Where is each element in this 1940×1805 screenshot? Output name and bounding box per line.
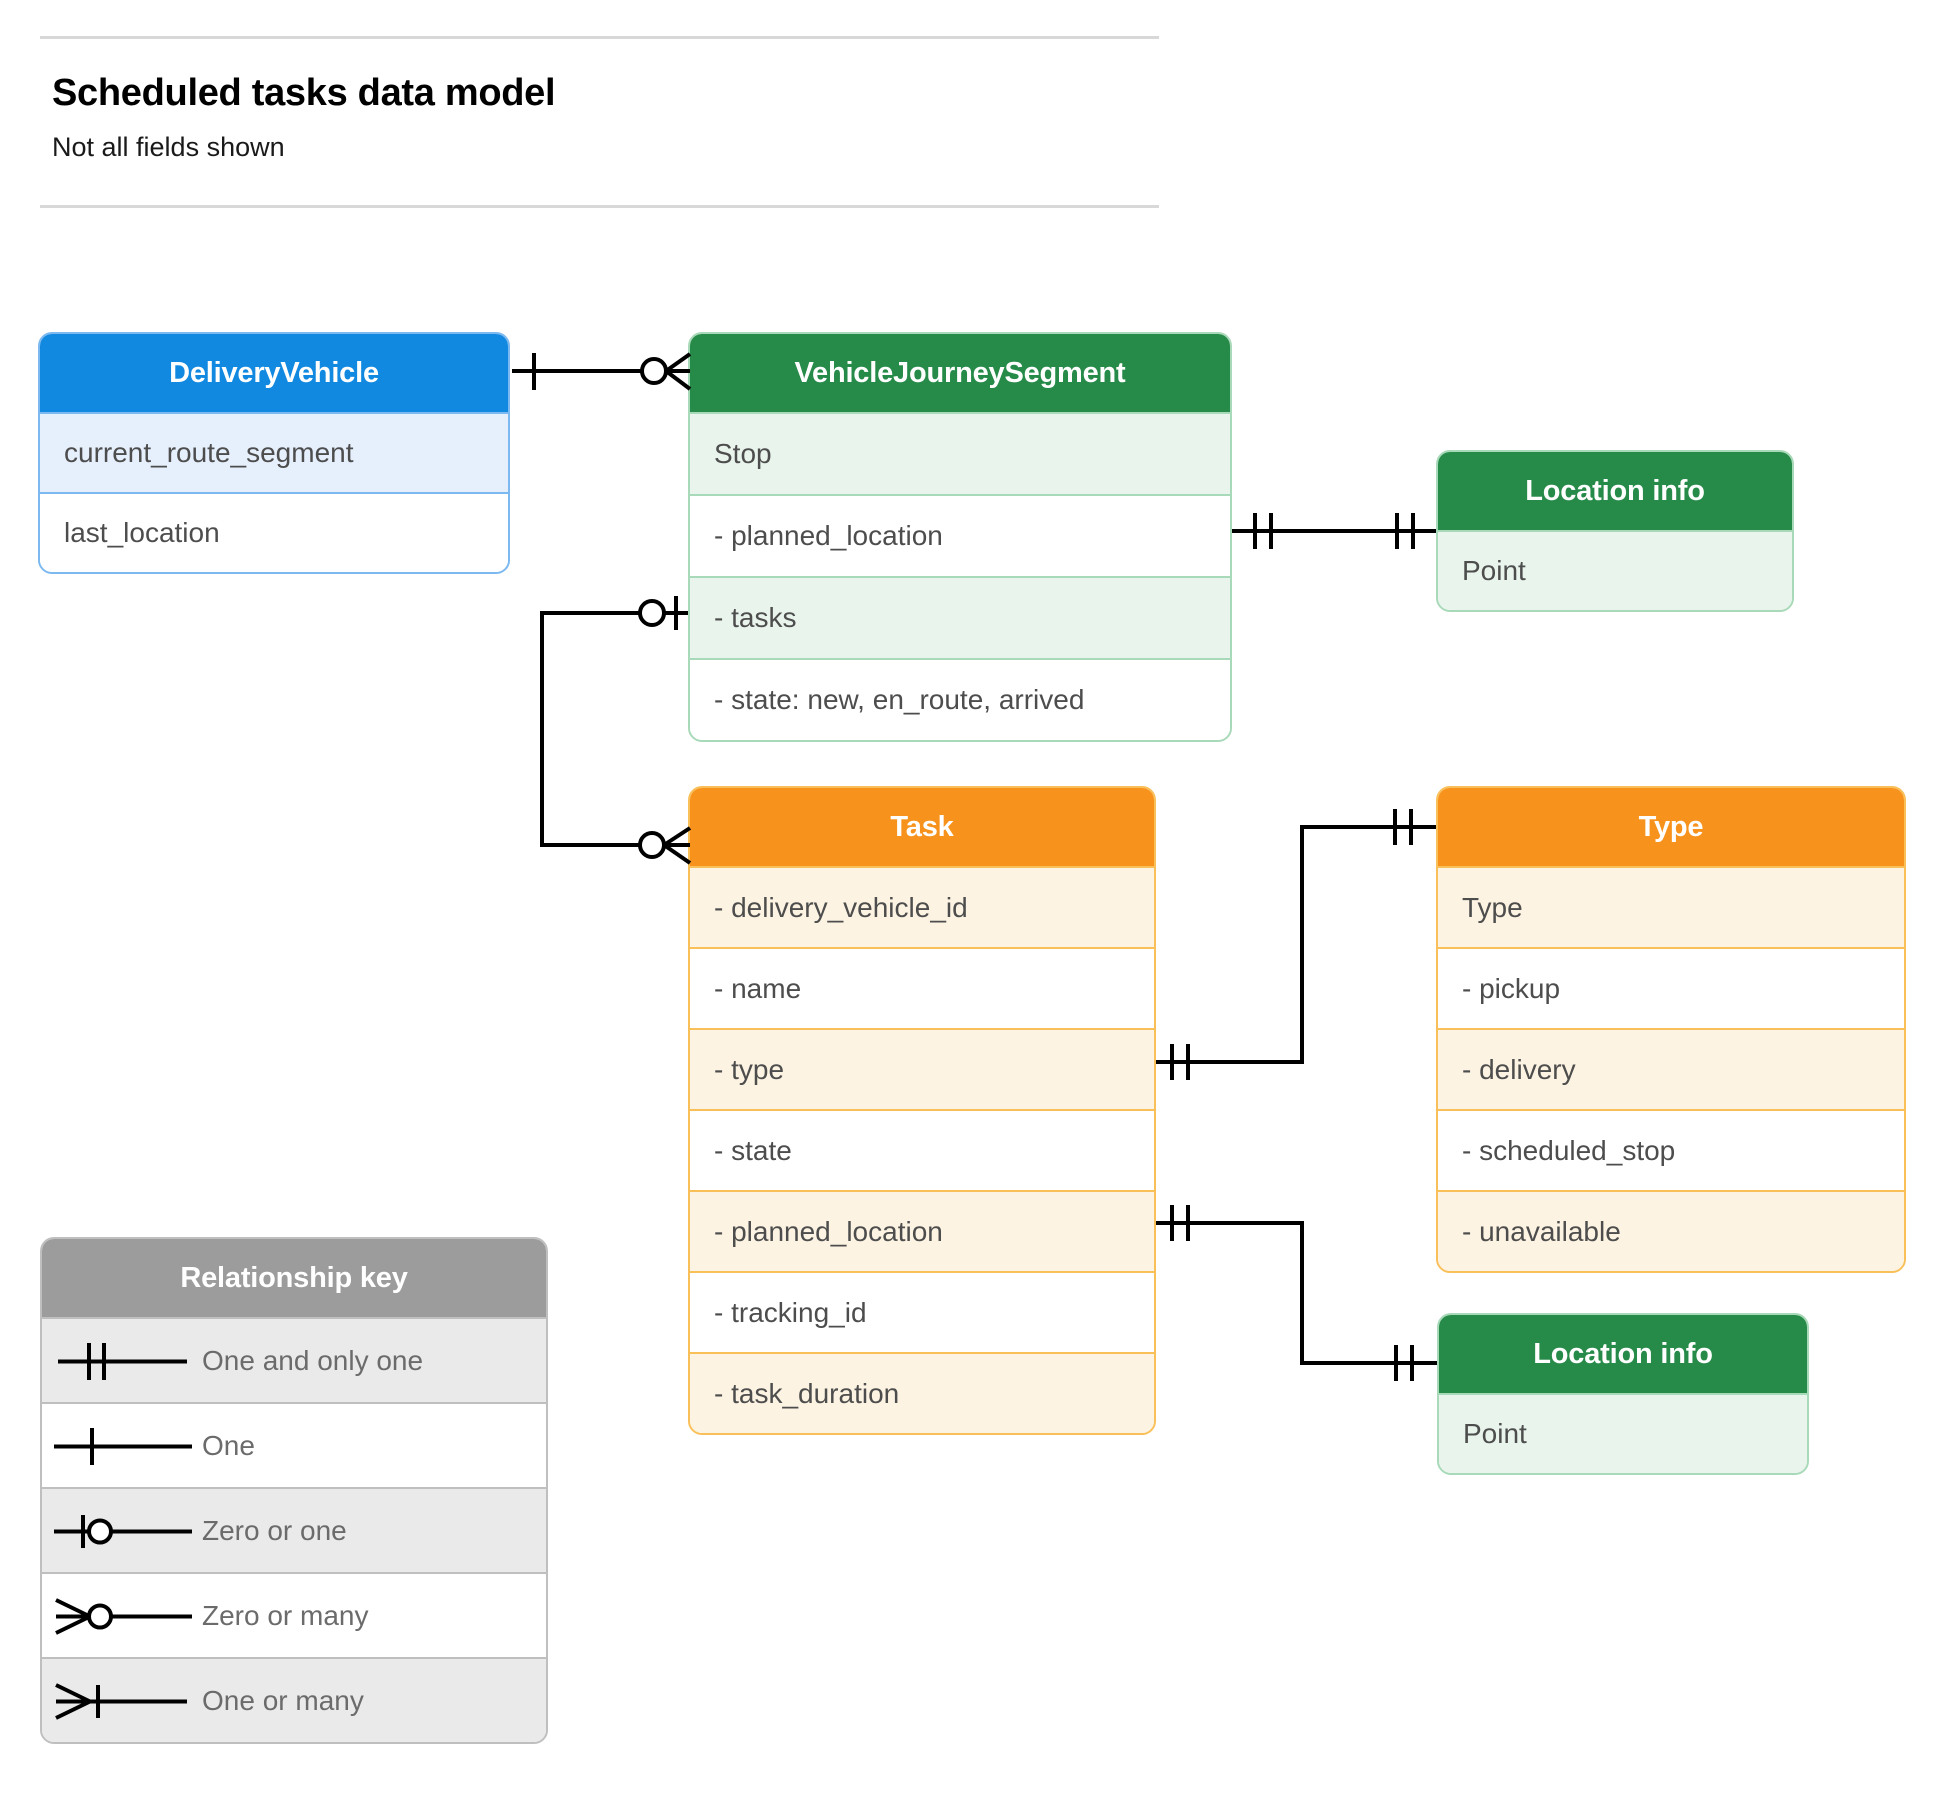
- legend-item-label: One or many: [202, 1684, 364, 1716]
- entity-vehicle-journey-segment-title: VehicleJourneySegment: [690, 334, 1230, 412]
- legend-item-one-and-only-one[interactable]: One and only one: [42, 1317, 546, 1402]
- legend-item-one[interactable]: One: [42, 1402, 546, 1487]
- legend-item-zero-or-many[interactable]: Zero or many: [42, 1572, 546, 1657]
- entity-delivery-vehicle[interactable]: DeliveryVehicle current_route_segment la…: [38, 332, 510, 574]
- legend-item-label: Zero or many: [202, 1599, 369, 1631]
- entity-location-info-top-rows: Point: [1438, 530, 1792, 610]
- field-row[interactable]: - task_duration: [690, 1352, 1154, 1433]
- entity-delivery-vehicle-title: DeliveryVehicle: [40, 334, 508, 412]
- entity-location-info-bottom[interactable]: Location info Point: [1437, 1313, 1809, 1475]
- page-subtitle: Not all fields shown: [52, 132, 285, 162]
- connector-deliveryvehicle-vehiclejourneysegment: [512, 352, 692, 391]
- field-row[interactable]: Type: [1438, 866, 1904, 947]
- entity-task-title: Task: [690, 788, 1154, 866]
- field-row[interactable]: - planned_location: [690, 494, 1230, 576]
- legend-rows: One and only one One: [42, 1317, 546, 1742]
- legend-item-label: Zero or one: [202, 1514, 347, 1546]
- field-row[interactable]: - type: [690, 1028, 1154, 1109]
- entity-vehicle-journey-segment[interactable]: VehicleJourneySegment Stop - planned_loc…: [688, 332, 1232, 742]
- field-row[interactable]: - tracking_id: [690, 1271, 1154, 1352]
- entity-location-info-bottom-title: Location info: [1439, 1315, 1807, 1393]
- field-row[interactable]: - unavailable: [1438, 1190, 1904, 1271]
- entity-type-title: Type: [1438, 788, 1904, 866]
- legend-item-label: One: [202, 1429, 255, 1461]
- connector-planned-location-locationinfo-top: [1232, 513, 1436, 549]
- legend-item-label: One and only one: [202, 1344, 424, 1376]
- field-row[interactable]: - state: [690, 1109, 1154, 1190]
- field-row[interactable]: Stop: [690, 412, 1230, 494]
- entity-location-info-top-title: Location info: [1438, 452, 1792, 530]
- entity-delivery-vehicle-rows: current_route_segment last_location: [40, 412, 508, 572]
- header-rule-bottom: [40, 205, 1159, 208]
- entity-location-info-bottom-rows: Point: [1439, 1393, 1807, 1473]
- field-row[interactable]: - tasks: [690, 576, 1230, 658]
- entity-type-rows: Type - pickup - delivery - scheduled_sto…: [1438, 866, 1904, 1271]
- legend-title: Relationship key: [42, 1239, 546, 1317]
- field-row[interactable]: Point: [1438, 530, 1792, 610]
- field-row[interactable]: - name: [690, 947, 1154, 1028]
- entity-vehicle-journey-segment-rows: Stop - planned_location - tasks - state:…: [690, 412, 1230, 740]
- legend-item-one-or-many[interactable]: One or many: [42, 1657, 546, 1742]
- field-row[interactable]: - scheduled_stop: [1438, 1109, 1904, 1190]
- zero-or-many-icon: [42, 1574, 202, 1657]
- entity-task[interactable]: Task - delivery_vehicle_id - name - type…: [688, 786, 1156, 1435]
- field-row[interactable]: - planned_location: [690, 1190, 1154, 1271]
- header-rule-top: [40, 36, 1159, 39]
- legend-item-zero-or-one[interactable]: Zero or one: [42, 1487, 546, 1572]
- field-row[interactable]: - delivery: [1438, 1028, 1904, 1109]
- one-or-many-icon: [42, 1659, 202, 1742]
- entity-task-rows: - delivery_vehicle_id - name - type - st…: [690, 866, 1154, 1433]
- one-icon: [42, 1404, 202, 1487]
- connector-tasks-task: [540, 596, 692, 865]
- field-row[interactable]: - delivery_vehicle_id: [690, 866, 1154, 947]
- legend-relationship-key[interactable]: Relationship key One and only one: [40, 1237, 548, 1744]
- connector-task-planned-location-locationinfo-bottom: [1156, 1205, 1437, 1381]
- field-row[interactable]: last_location: [40, 492, 508, 572]
- connector-task-type: [1156, 809, 1436, 1080]
- field-row[interactable]: - state: new, en_route, arrived: [690, 658, 1230, 740]
- entity-location-info-top[interactable]: Location info Point: [1436, 450, 1794, 612]
- field-row[interactable]: current_route_segment: [40, 412, 508, 492]
- page-title: Scheduled tasks data model: [52, 72, 556, 114]
- zero-or-one-icon: [42, 1489, 202, 1572]
- field-row[interactable]: Point: [1439, 1393, 1807, 1473]
- one-and-only-one-icon: [42, 1319, 202, 1402]
- field-row[interactable]: - pickup: [1438, 947, 1904, 1028]
- entity-type[interactable]: Type Type - pickup - delivery - schedule…: [1436, 786, 1906, 1273]
